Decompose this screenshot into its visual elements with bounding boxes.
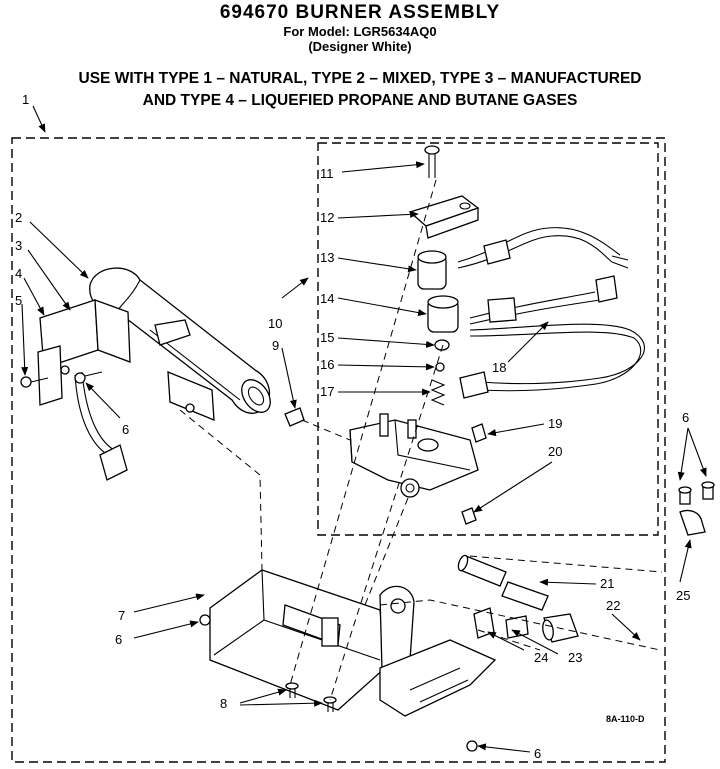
assembly-boundary — [11, 137, 666, 763]
clip-25 — [679, 509, 706, 536]
callout-6-bottom: 6 — [534, 746, 541, 761]
callout-21: 21 — [600, 576, 614, 591]
callout-5: 5 — [15, 293, 22, 308]
usage-line-2: AND TYPE 4 – LIQUEFIED PROPANE AND BUTAN… — [142, 92, 578, 109]
screw-11 — [424, 145, 440, 178]
gas-pipe-21 — [457, 554, 549, 611]
igniter-bracket — [37, 299, 131, 406]
solenoid-coil-14 — [427, 295, 459, 333]
sensor-bracket — [167, 371, 215, 421]
callout-19: 19 — [548, 416, 562, 431]
model-line: For Model: LGR5634AQ0 — [283, 24, 437, 39]
mounting-bracket — [209, 569, 497, 717]
gas-valve-body — [349, 413, 479, 498]
callout-23: 23 — [568, 650, 582, 665]
callout-10: 10 — [268, 316, 282, 331]
screws-6-right — [678, 481, 715, 505]
callout-6-bottom-left: 6 — [115, 632, 122, 647]
callout-20: 20 — [548, 444, 562, 459]
coil-cover — [408, 195, 480, 239]
color-line: (Designer White) — [308, 39, 412, 54]
screw-6-left — [74, 371, 103, 384]
leader-lines — [21, 105, 707, 753]
solenoid-coil-13 — [417, 250, 447, 290]
callout-3: 3 — [15, 238, 22, 253]
callout-9: 9 — [272, 338, 279, 353]
callout-2: 2 — [15, 210, 22, 225]
callout-4: 4 — [15, 266, 22, 281]
alignment-lines — [179, 179, 663, 701]
callout-25: 25 — [676, 588, 690, 603]
callout-22: 22 — [606, 598, 620, 613]
callout-17: 17 — [320, 384, 334, 399]
screw-6-bottom — [466, 740, 478, 752]
callout-1: 1 — [22, 92, 29, 107]
diagram-title: 694670 BURNER ASSEMBLY — [219, 2, 501, 23]
callout-14: 14 — [320, 291, 334, 306]
callout-6-left: 6 — [122, 422, 129, 437]
callout-16: 16 — [320, 357, 334, 372]
drawing-code: 8A-110-D — [606, 714, 645, 724]
valve-group-boundary — [317, 142, 659, 536]
wiring-harness — [457, 227, 645, 399]
callout-8: 8 — [220, 696, 227, 711]
usage-line-1: USE WITH TYPE 1 – NATURAL, TYPE 2 – MIXE… — [78, 70, 642, 87]
callout-15: 15 — [320, 330, 334, 345]
burner-tube — [89, 267, 271, 414]
screw-6-bottom-left — [199, 614, 211, 626]
screw-5 — [20, 376, 49, 388]
screw-19 — [471, 423, 487, 443]
callout-11: 11 — [320, 166, 334, 181]
callout-18: 18 — [492, 360, 506, 375]
fitting-20 — [461, 507, 477, 525]
callout-24: 24 — [534, 650, 548, 665]
callout-12: 12 — [320, 210, 334, 225]
callout-13: 13 — [320, 250, 334, 265]
igniter-harness — [74, 371, 128, 481]
valve-parts — [430, 339, 450, 406]
burner-orifice — [284, 407, 305, 427]
callout-7: 7 — [118, 608, 125, 623]
callout-6-right: 6 — [682, 410, 689, 425]
